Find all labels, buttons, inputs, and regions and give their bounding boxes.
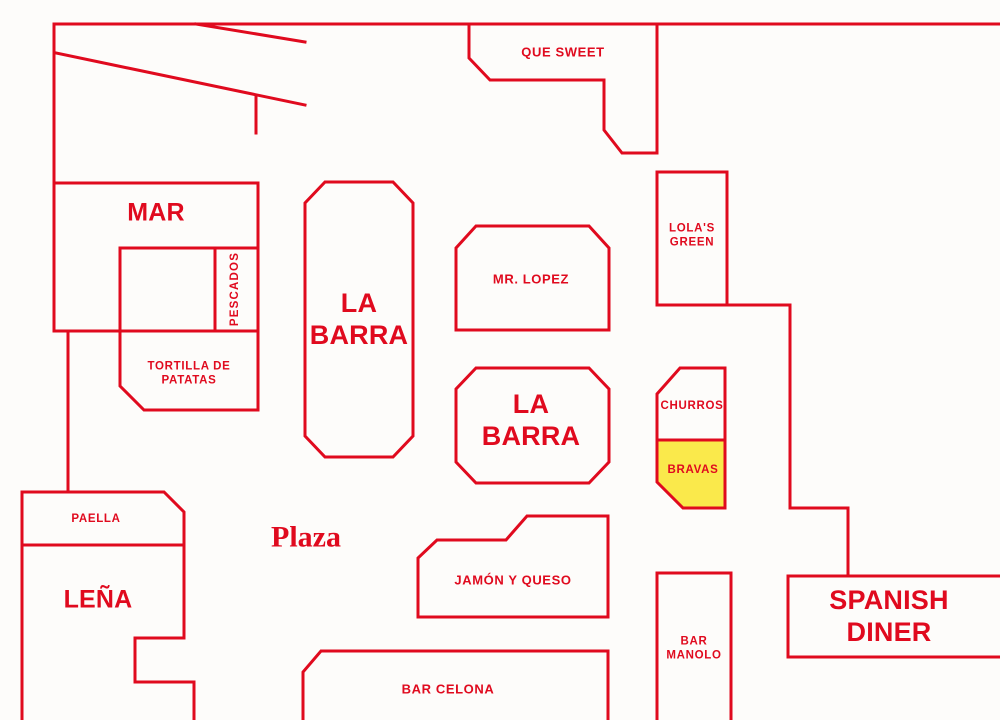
mar-outline[interactable]: [52, 181, 260, 333]
street-right-spine: [725, 303, 850, 578]
jamon-y-queso-outline[interactable]: [416, 514, 610, 619]
tortilla-de-patatas-outline[interactable]: [118, 329, 260, 412]
la-barra-1-outline[interactable]: [303, 180, 415, 459]
churros-bravas-outline[interactable]: [655, 366, 727, 510]
street-diagonal-upper: [194, 22, 307, 44]
bravas-fill[interactable]: [657, 440, 725, 508]
lena-block-outline[interactable]: [20, 490, 196, 720]
que-sweet-outline[interactable]: [467, 22, 659, 155]
street-diagonal-lower: [54, 51, 307, 107]
bar-celona-outline[interactable]: [301, 649, 610, 720]
mr-lopez-outline[interactable]: [454, 224, 611, 332]
mar-inner-divider: [118, 246, 260, 333]
spanish-diner-outline[interactable]: [786, 574, 1000, 659]
bar-manolo-outline[interactable]: [655, 571, 733, 720]
la-barra-2-outline[interactable]: [454, 366, 611, 485]
lolas-green-outline[interactable]: [655, 170, 729, 307]
